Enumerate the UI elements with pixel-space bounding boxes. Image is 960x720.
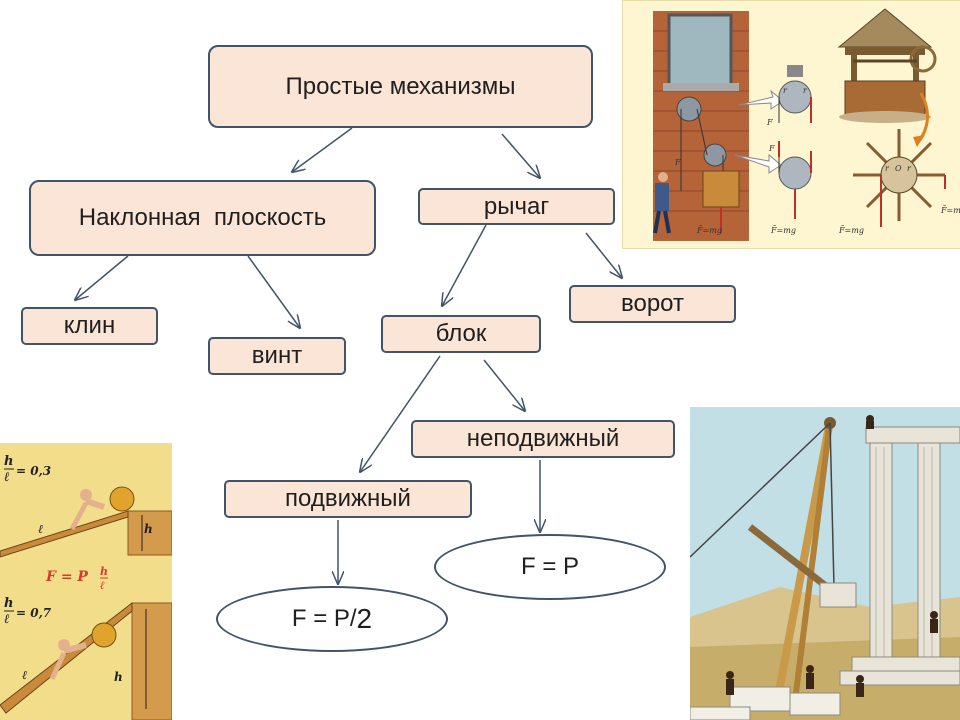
inclined-plane-illustration: h ℓ h ℓ = 0,3 F = P h ℓ h ℓ = 0,7 h ℓ <box>0 443 172 720</box>
ancient-crane-illustration <box>690 407 960 720</box>
ramp1-l-label: ℓ <box>38 522 43 536</box>
formula-fixed-pulley: F = P <box>434 534 666 600</box>
svg-text:h: h <box>4 596 13 611</box>
formula-movable-prefix: F = P/ <box>291 605 357 632</box>
arrow-inclined-plane-to-screw <box>247 255 300 328</box>
root-node-label: Простые механизмы <box>285 72 516 100</box>
arrow-pulley-to-movable <box>360 355 441 472</box>
screw-label: винт <box>251 342 303 369</box>
node-inclined-plane: Наклонная плоскость <box>29 180 376 256</box>
wedge-label: клин <box>63 312 116 339</box>
formula-fixed-label: F = P <box>520 553 580 580</box>
arrow-inclined-plane-to-wedge <box>75 255 129 300</box>
pulley-label-mg1: F̄=mg <box>696 226 722 235</box>
ramp2-l-label: ℓ <box>22 668 27 682</box>
svg-text:h: h <box>4 454 13 469</box>
pulley-label-mg2: F̄=mg <box>770 226 796 235</box>
ramp2-h-label: h <box>114 670 123 684</box>
pulley-winch-illustration: r r F F F F̄=mg F̄=mg F̄=mg F̄=mg O r r <box>622 0 960 249</box>
arrow-root-to-lever <box>501 133 540 178</box>
ramp-formula: F = P <box>45 569 88 585</box>
fixed-pulley-label: неподвижный <box>466 425 620 452</box>
arrow-lever-to-pulley <box>442 224 487 306</box>
pulley-label-r3: r <box>885 164 890 173</box>
svg-text:ℓ: ℓ <box>100 579 105 592</box>
pulley-label: блок <box>435 320 487 347</box>
svg-text:ℓ: ℓ <box>4 612 10 627</box>
node-winch: ворот <box>569 285 736 323</box>
node-pulley: блок <box>381 315 541 353</box>
svg-text:h: h <box>100 565 108 578</box>
arrow-pulley-to-fixed <box>483 359 525 411</box>
winch-label: ворот <box>621 290 684 317</box>
pulley-label-o: O <box>895 164 902 173</box>
node-screw: винт <box>208 337 346 375</box>
movable-pulley-label: подвижный <box>285 485 411 512</box>
lever-label: рычаг <box>483 192 550 220</box>
pulley-label-f3: F <box>768 144 775 153</box>
svg-text:ℓ: ℓ <box>4 470 10 485</box>
node-fixed-pulley: неподвижный <box>411 420 675 458</box>
formula-movable-divisor: 2 <box>356 603 373 634</box>
arrow-lever-to-winch <box>585 232 622 278</box>
root-node-simple-mechanisms: Простые механизмы <box>208 45 593 128</box>
pulley-label-r4: r <box>907 164 912 173</box>
ramp2-ratio: = 0,7 <box>16 606 52 620</box>
pulley-label-f1: F <box>674 158 681 167</box>
arrow-root-to-inclined-plane <box>292 127 353 172</box>
inclined-plane-label: Наклонная плоскость <box>78 204 327 231</box>
pulley-label-r1: r <box>783 86 788 95</box>
formula-movable-pulley: F = P/2 <box>216 586 448 652</box>
node-lever: рычаг <box>418 188 615 225</box>
pulley-label-r2: r <box>803 86 808 95</box>
pulley-label-f4: F̄=mg <box>940 206 960 215</box>
ramp1-ratio: = 0,3 <box>16 464 51 478</box>
node-wedge: клин <box>21 307 158 345</box>
ramp1-h-label: h <box>144 522 153 536</box>
pulley-label-f2: F <box>766 118 773 127</box>
pulley-label-mg3: F̄=mg <box>838 226 864 235</box>
node-movable-pulley: подвижный <box>224 480 472 518</box>
